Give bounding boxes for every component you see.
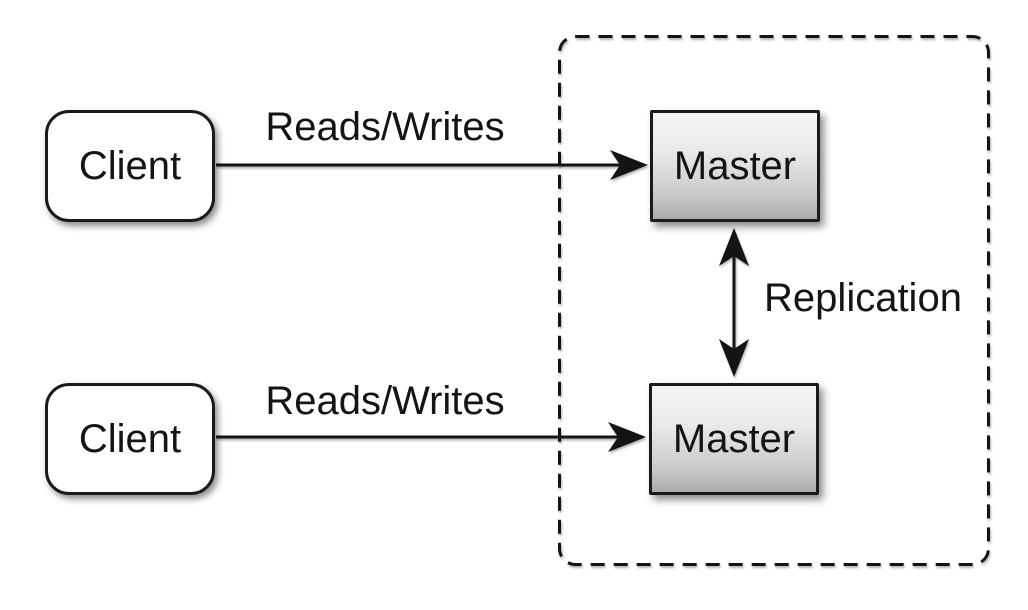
node-master-bottom: Master (649, 383, 819, 495)
node-client-top-label: Client (78, 144, 182, 188)
node-client-bottom-label: Client (78, 417, 182, 461)
reads-writes-arrow-bottom (216, 422, 646, 452)
arrowhead-right-icon (608, 422, 646, 452)
replication-group-boundary (558, 35, 990, 566)
node-master-bottom-label: Master (672, 417, 796, 461)
reads-writes-arrow-top (216, 150, 648, 180)
arrowhead-right-icon (610, 150, 648, 180)
edge-label-reads-writes-top: Reads/Writes (265, 105, 505, 149)
arrowhead-down-icon (719, 339, 749, 377)
arrowhead-up-icon (719, 228, 749, 266)
node-client-bottom: Client (45, 383, 215, 495)
replication-arrow (719, 228, 749, 377)
node-master-top-label: Master (673, 144, 797, 188)
node-client-top: Client (45, 110, 215, 222)
node-master-top: Master (650, 110, 820, 222)
edge-label-reads-writes-bottom: Reads/Writes (265, 379, 505, 423)
edge-label-replication: Replication (764, 276, 962, 320)
